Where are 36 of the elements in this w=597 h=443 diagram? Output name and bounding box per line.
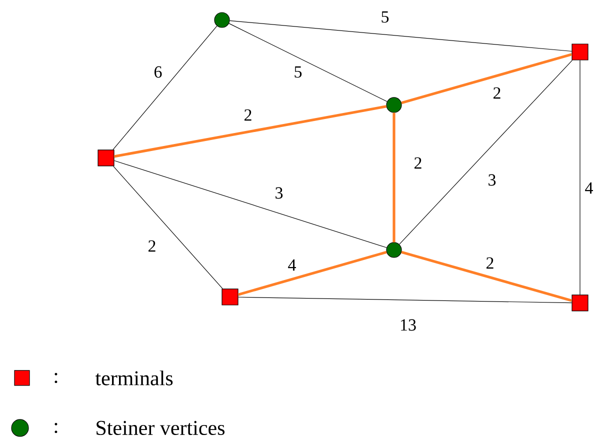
edge: [401, 250, 572, 302]
edge-label: 4: [584, 181, 594, 195]
edge: [401, 53, 572, 104]
edge-label: 3: [274, 186, 284, 200]
edge: [399, 60, 573, 245]
edge: [238, 296, 572, 304]
terminal-square: [572, 294, 588, 312]
edge-label: 2: [484, 256, 496, 270]
edge-label: 6: [152, 65, 164, 79]
steiner-vertex: [386, 97, 402, 113]
terminal-square: [222, 288, 238, 306]
colon: :: [54, 372, 58, 384]
legend-text: terminals: [95, 370, 173, 386]
edge: [229, 20, 572, 52]
edge-label: 13: [398, 318, 418, 332]
edge: [114, 160, 387, 248]
edge: [114, 105, 387, 158]
terminal-square: [572, 44, 588, 60]
legend-text: Steiner vertices: [96, 420, 224, 436]
edge: [392, 112, 396, 242]
edge-label: 5: [292, 65, 304, 79]
edge-label: 3: [486, 173, 498, 187]
edge-label: 2: [492, 86, 502, 100]
edge-label: 2: [412, 156, 424, 170]
steiner-vertex: [214, 12, 230, 28]
colon: :: [54, 422, 58, 434]
edge-label: 5: [380, 10, 390, 24]
edge-label: 2: [146, 239, 158, 253]
steiner-vertex: [386, 242, 402, 258]
edge: [112, 26, 218, 150]
edge: [238, 250, 387, 296]
edge: [228, 23, 388, 102]
edge: [113, 166, 223, 289]
terminal-square: [98, 150, 114, 166]
edge-label: 2: [242, 108, 254, 122]
edge-label: 4: [286, 258, 298, 272]
